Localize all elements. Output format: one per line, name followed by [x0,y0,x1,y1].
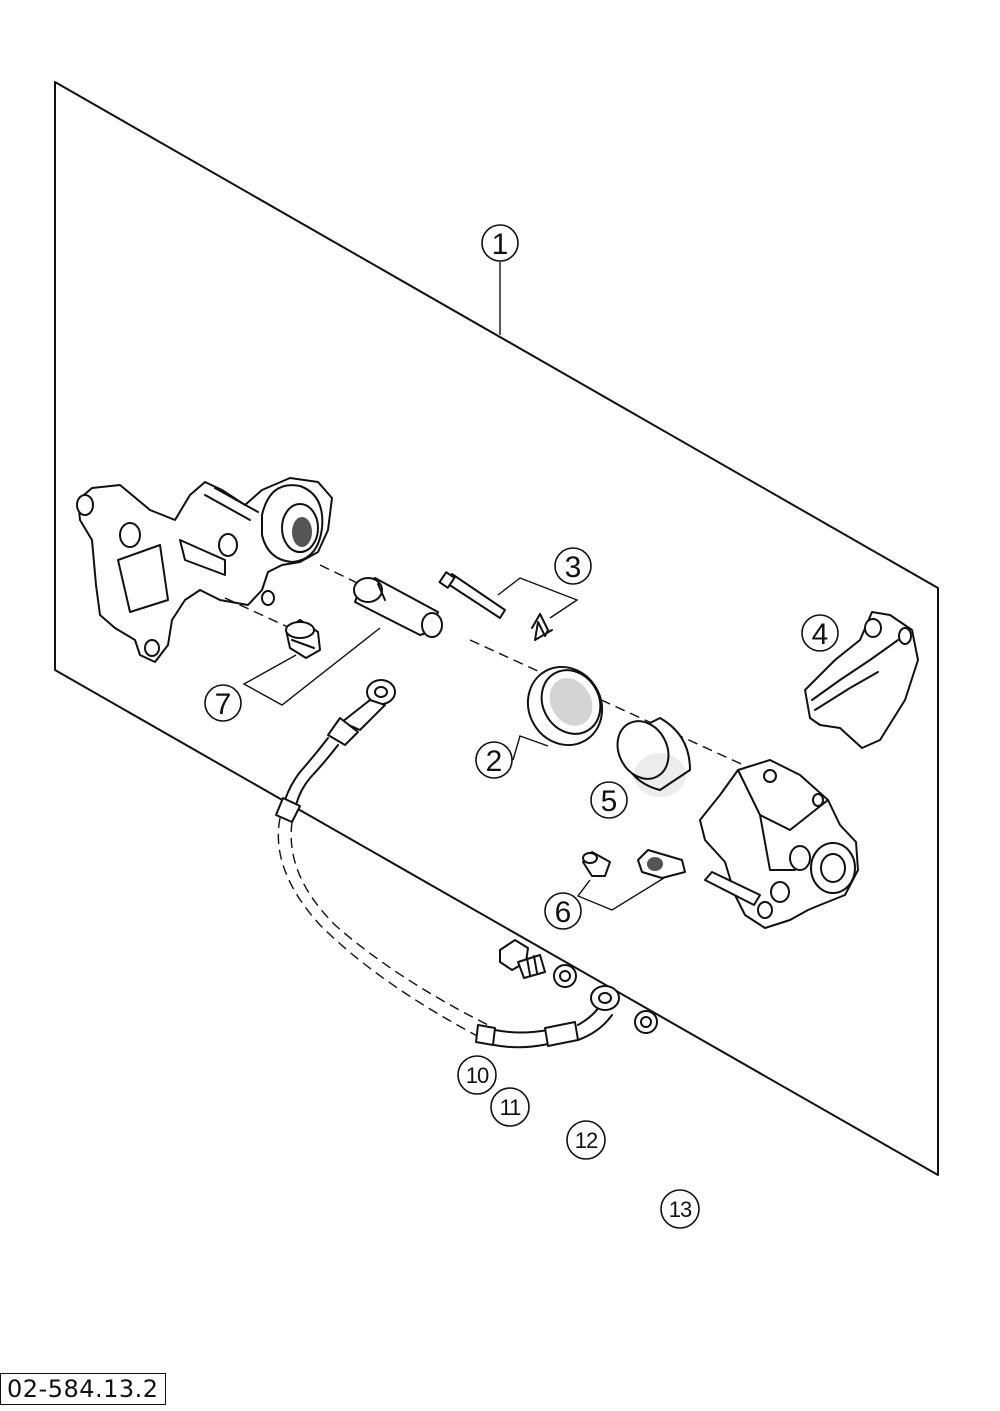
svg-text:3: 3 [565,551,582,584]
callout-12: 12 [566,1120,606,1160]
caliper-bracket [76,477,333,663]
piston-seal [526,665,604,747]
banjo-bolt [499,939,546,979]
bleed-valve-large [637,849,686,879]
spring-clip [531,613,553,641]
callout-6: 6 [544,892,582,930]
callout-2-leader [512,735,549,761]
callout-3: 3 [554,547,592,585]
svg-text:2: 2 [486,745,503,778]
pin-axis-line [224,597,291,629]
assembly-panel [54,81,939,1176]
callout-13: 13 [660,1189,700,1229]
bracket-bolt [285,619,321,659]
callout-7-leader [242,627,381,706]
callout-3-leader [497,577,579,619]
callout-10: 10 [457,1055,497,1095]
callout-7: 7 [204,684,242,722]
bleed-valve-small [582,851,611,877]
svg-text:5: 5 [601,785,618,818]
piston [616,717,691,797]
svg-text:10: 10 [466,1063,489,1088]
diagram-reference-code: 02-584.13.2 [0,1373,166,1405]
callout-2: 2 [475,741,513,779]
callout-6-leader [576,877,665,911]
callout-5: 5 [590,781,628,819]
callout-1: 1 [481,224,519,262]
svg-text:4: 4 [812,618,829,651]
sealing-washer-13 [634,1010,658,1034]
svg-text:11: 11 [500,1095,522,1120]
svg-text:1: 1 [492,228,509,261]
caliper-body [699,759,859,929]
callout-11: 11 [490,1087,530,1127]
brake-hose [275,679,620,1049]
callout-4: 4 [801,614,839,652]
sealing-washer-12 [553,964,577,988]
svg-text:6: 6 [555,896,572,929]
slide-bolt [353,577,443,638]
pad-pin [438,571,506,619]
brake-pad [804,611,919,749]
svg-text:13: 13 [669,1197,692,1222]
svg-text:12: 12 [575,1128,598,1153]
svg-text:7: 7 [215,688,232,721]
